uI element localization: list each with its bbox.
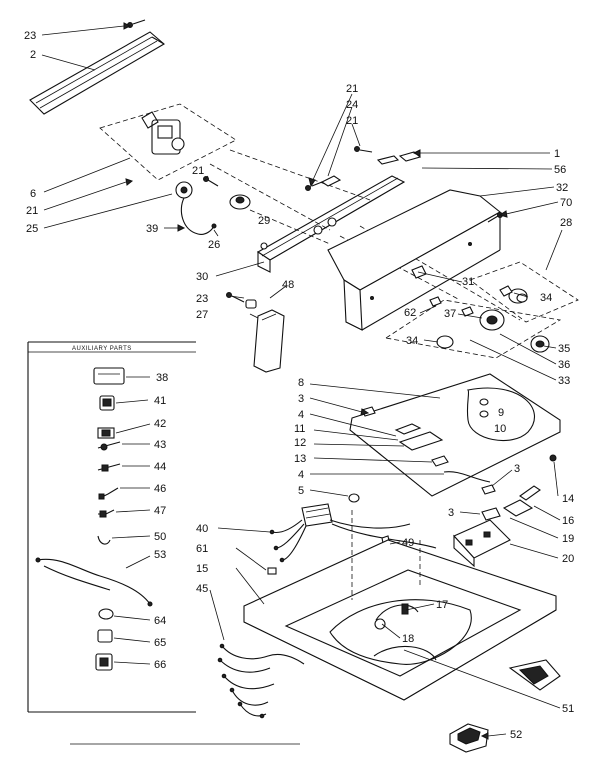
callout-10: 10 xyxy=(494,423,506,435)
clip-part-48 xyxy=(226,292,257,309)
aux-item-44: 44 xyxy=(154,461,166,473)
callout-3: 3 xyxy=(448,507,454,519)
screw-part-21b xyxy=(203,176,219,187)
callout-32: 32 xyxy=(556,182,568,194)
callout-34: 34 xyxy=(540,292,552,304)
callout-30: 30 xyxy=(196,271,208,283)
callout-17: 17 xyxy=(436,599,448,611)
aux-item-42: 42 xyxy=(154,418,166,430)
auxiliary-parts-box xyxy=(27,341,196,713)
callout-70: 70 xyxy=(560,197,572,209)
callout-1: 1 xyxy=(554,148,560,160)
callout-26: 26 xyxy=(208,239,220,251)
aux-item-38: 38 xyxy=(156,372,168,384)
callout-45: 45 xyxy=(196,583,208,595)
callout-37: 37 xyxy=(444,308,456,320)
callout-49: 49 xyxy=(402,537,414,549)
callout-16: 16 xyxy=(562,515,574,527)
clip-part-56 xyxy=(354,146,422,165)
callout-6: 6 xyxy=(30,188,36,200)
callout-36: 36 xyxy=(558,359,570,371)
callout-8: 8 xyxy=(298,377,304,389)
knob-part-29 xyxy=(229,194,251,210)
callout-labels: 23 2 6 21 25 39 21 29 26 30 21 24 21 1 5… xyxy=(24,30,574,741)
callout-25: 25 xyxy=(26,223,38,235)
callout-51: 51 xyxy=(562,703,574,715)
callout-21: 21 xyxy=(26,205,38,217)
callout-29: 29 xyxy=(258,215,270,227)
callout-40: 40 xyxy=(196,523,208,535)
callout-21: 21 xyxy=(346,83,358,95)
callout-23: 23 xyxy=(196,293,208,305)
callout-34: 34 xyxy=(406,335,418,347)
callout-56: 56 xyxy=(554,164,566,176)
aux-item-41: 41 xyxy=(154,395,166,407)
switch-part-16-19 xyxy=(481,484,541,521)
knob-set-part-28 xyxy=(469,261,579,323)
callout-39: 39 xyxy=(146,223,158,235)
callout-3: 3 xyxy=(298,393,304,405)
console-part-32 xyxy=(327,189,501,331)
callout-35: 35 xyxy=(558,343,570,355)
aux-item-43: 43 xyxy=(154,439,166,451)
leader-lines xyxy=(41,22,563,740)
callout-62: 62 xyxy=(404,307,416,319)
callout-3: 3 xyxy=(514,463,520,475)
foot-part-52 xyxy=(449,723,489,753)
bracket-part-51 xyxy=(508,659,561,691)
callout-4: 4 xyxy=(298,469,304,481)
callout-19: 19 xyxy=(562,533,574,545)
callout-15: 15 xyxy=(196,563,208,575)
callout-31: 31 xyxy=(462,276,474,288)
cabinet-top-part-15 xyxy=(243,510,557,701)
callout-13: 13 xyxy=(294,453,306,465)
control-bracket-part-30 xyxy=(256,175,406,273)
callout-20: 20 xyxy=(562,553,574,565)
callout-11: 11 xyxy=(294,423,305,435)
callout-33: 33 xyxy=(558,375,570,387)
aux-item-53: 53 xyxy=(154,549,166,561)
callout-21: 21 xyxy=(346,115,358,127)
callout-24: 24 xyxy=(346,99,358,111)
rear-panel-part-2 xyxy=(29,31,165,115)
aux-item-47: 47 xyxy=(154,505,166,517)
auxiliary-parts-title: AUXILIARY PARTS xyxy=(72,346,132,352)
aux-item-46: 46 xyxy=(154,483,166,495)
callout-18: 18 xyxy=(402,633,414,645)
callout-9: 9 xyxy=(498,407,504,419)
callout-12: 12 xyxy=(294,437,306,449)
callout-61: 61 xyxy=(196,543,208,555)
grommet-part-5 xyxy=(348,493,360,503)
hinge-parts-11-12 xyxy=(361,406,491,483)
aux-item-50: 50 xyxy=(154,531,166,543)
callout-4: 4 xyxy=(298,409,304,421)
knob-set-lower xyxy=(384,265,562,359)
callout-5: 5 xyxy=(298,485,304,497)
aux-item-66: 66 xyxy=(154,659,166,671)
aux-item-65: 65 xyxy=(154,637,166,649)
callout-21: 21 xyxy=(192,165,204,177)
cover-part-27 xyxy=(253,309,285,373)
callout-52: 52 xyxy=(510,729,522,741)
callout-28: 28 xyxy=(560,217,572,229)
callout-27: 27 xyxy=(196,309,208,321)
clip-part-24 xyxy=(305,175,342,191)
bracket-part-20 xyxy=(453,519,511,568)
callout-23: 23 xyxy=(24,30,36,42)
timer-assembly xyxy=(99,103,237,181)
callout-14: 14 xyxy=(562,493,574,505)
wire-harness-part-45 xyxy=(217,643,305,719)
aux-icons xyxy=(35,367,153,671)
switch-part-25 xyxy=(175,181,217,235)
top-lid-part-8 xyxy=(349,373,561,497)
callout-2: 2 xyxy=(30,49,36,61)
label-part-61 xyxy=(267,567,277,575)
aux-item-64: 64 xyxy=(154,615,166,627)
auxiliary-labels: AUXILIARY PARTS 38 41 42 43 44 46 47 50 … xyxy=(72,346,168,671)
callout-48: 48 xyxy=(282,279,294,291)
wire-harness-part-40 xyxy=(269,503,437,563)
